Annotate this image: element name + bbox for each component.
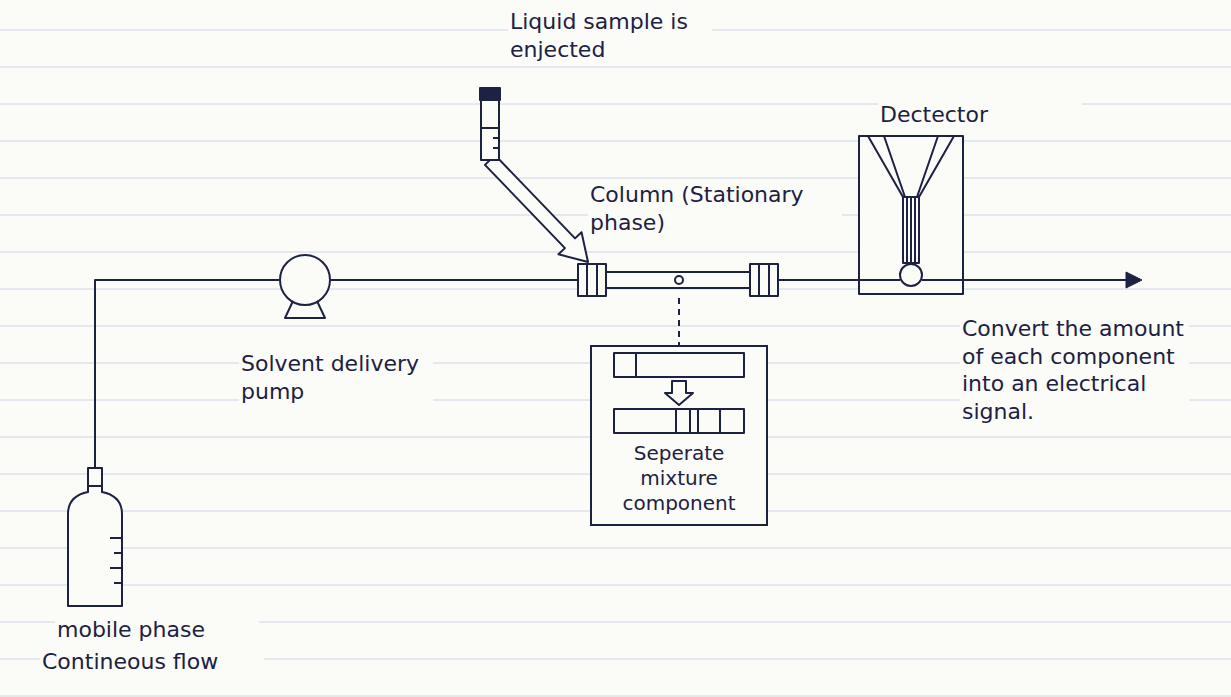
ruled-lines: [0, 30, 1231, 696]
separation-box-stroke: [614, 353, 744, 377]
detector-box-stroke: [903, 197, 919, 263]
pump-circle: Solvent delivery pump: [279, 254, 331, 306]
flow-line: [331, 279, 578, 281]
separation-box-stroke: [676, 409, 720, 433]
column-tube-drawing: [578, 262, 778, 298]
mobile-phase-bottle-stroke: [110, 538, 122, 583]
column-label: Column (Stationary phase): [588, 181, 842, 236]
outlet-line: [964, 279, 1128, 281]
separation-box-stroke: [614, 409, 744, 433]
detector-note: Convert the amount of each component int…: [960, 315, 1189, 425]
sample-vial-stroke: [480, 88, 500, 100]
detector-box-stroke: [907, 197, 915, 263]
column-tube-stroke: [759, 264, 769, 296]
detector-box-stroke: [900, 264, 922, 286]
mobile-phase-bottle-stroke: [68, 486, 122, 606]
detector-box-stroke: [859, 279, 963, 281]
column-tube-stroke: [606, 272, 750, 288]
sample-vial: Liquid sample is enjected: [478, 88, 502, 160]
column-tube: Column (Stationary phase): [578, 262, 778, 298]
pump-label: Solvent delivery pump: [239, 350, 433, 405]
column-tube-stroke: [750, 264, 778, 296]
flow-line: [778, 279, 858, 281]
detector-box: DectectorConvert the amount of each comp…: [858, 135, 964, 295]
separation-label: Seperate mixture component: [592, 439, 766, 524]
pump-circle-stroke: [285, 301, 325, 318]
pump-circle-drawing: [279, 254, 331, 306]
mobile-phase-bottle: mobile phaseContineous flow: [60, 468, 130, 608]
detector-box-stroke: [859, 136, 963, 294]
separation-box-stroke: [635, 353, 637, 377]
sample-vial-stroke: [481, 100, 499, 160]
sample-vial-stroke: [481, 128, 499, 148]
separation-box-drawing: [592, 347, 766, 439]
column-tube-stroke: [578, 264, 606, 296]
column-tube-stroke: [675, 276, 683, 284]
detector-box-stroke: [868, 136, 954, 197]
outlet-arrowhead: [1126, 272, 1142, 288]
injection-arrow: [485, 155, 588, 262]
sample-label: Liquid sample is enjected: [508, 8, 712, 63]
pump-circle-stroke: [280, 255, 330, 305]
sample-vial-drawing: [478, 88, 502, 160]
column-tube-stroke: [587, 264, 597, 296]
separation-box: Seperate mixture component: [590, 345, 768, 526]
bottle-label: mobile phase: [55, 616, 259, 644]
detector-box-drawing: [858, 135, 964, 295]
separation-box-stroke: [665, 381, 693, 405]
mobile-phase-bottle-drawing: [60, 468, 130, 608]
flow-note: Contineous flow: [40, 648, 264, 676]
detector-label: Dectector: [878, 101, 1082, 129]
dashed-leader: [678, 298, 680, 345]
mobile-phase-bottle-stroke: [88, 468, 102, 486]
